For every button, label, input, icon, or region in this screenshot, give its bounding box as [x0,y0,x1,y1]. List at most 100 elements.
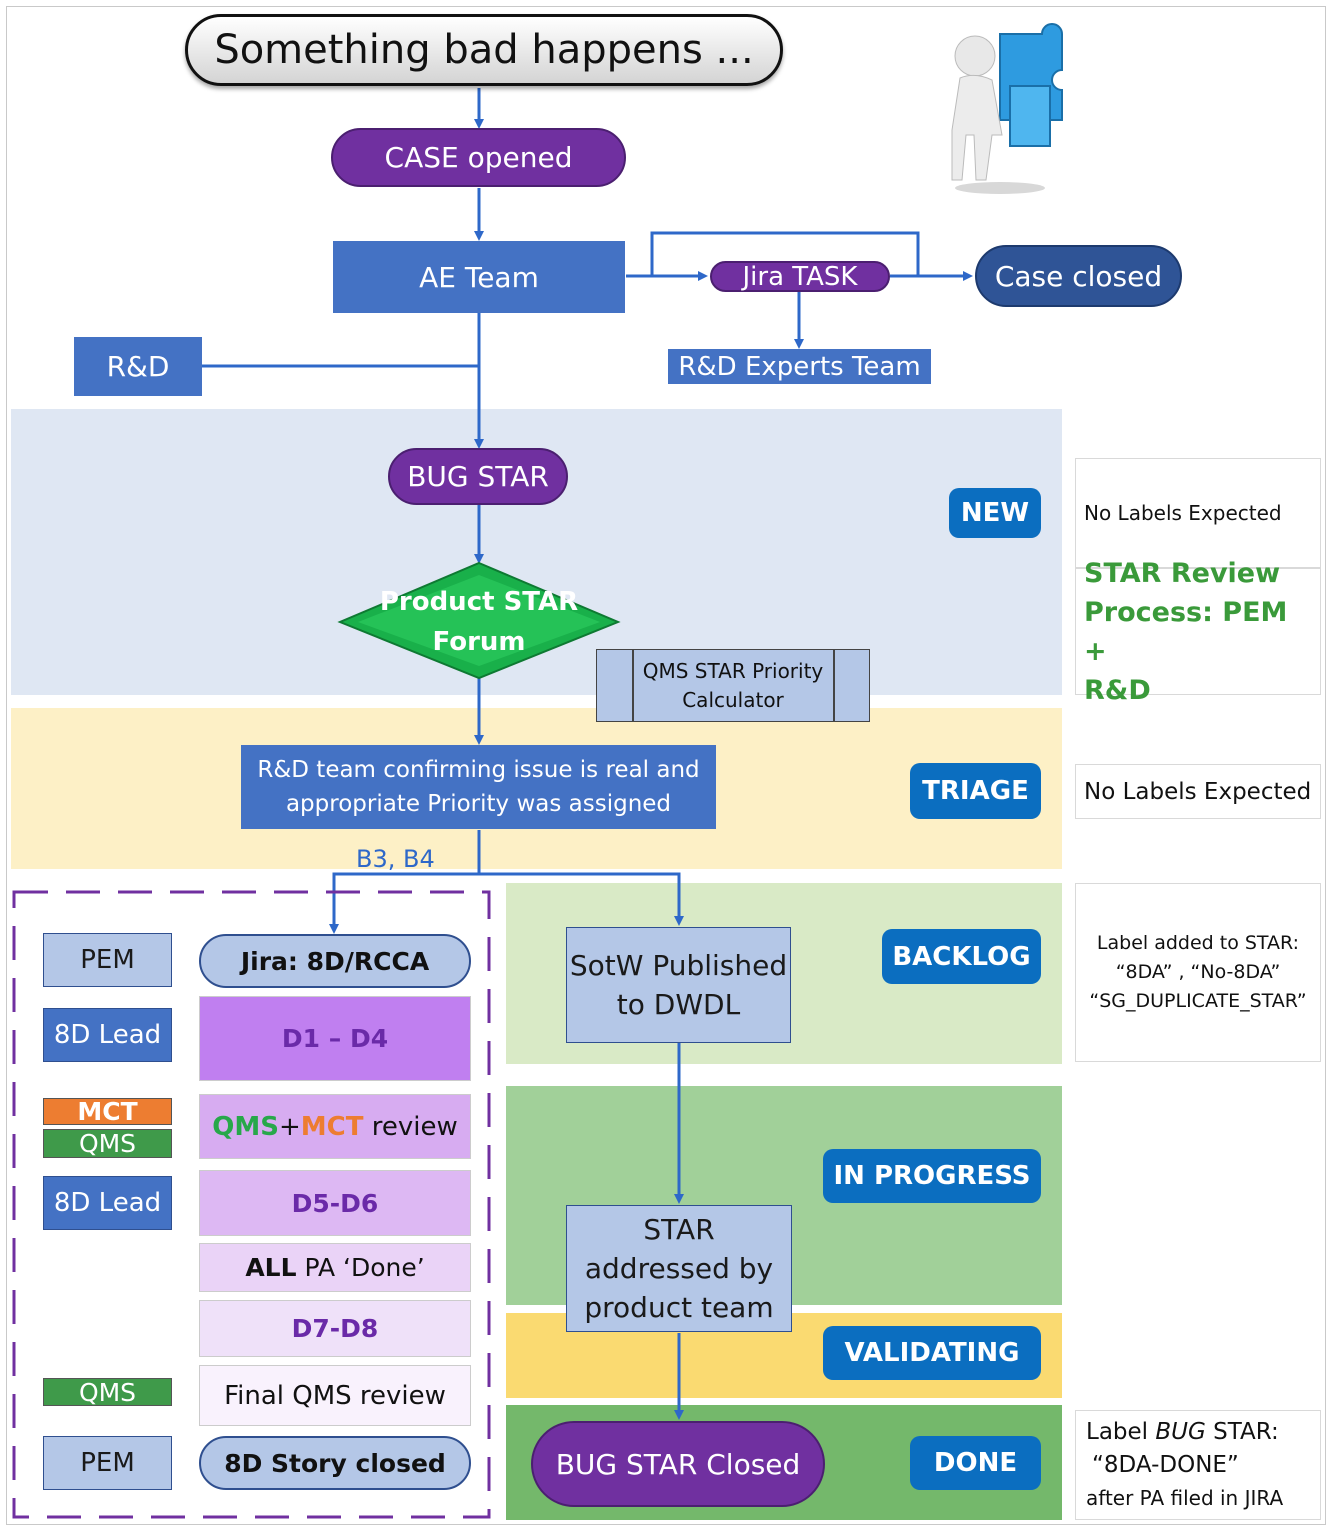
done-italic: BUG [1155,1418,1206,1445]
stage-new: NEW [949,488,1041,538]
step-d5-d6: D5-D6 [199,1170,471,1236]
step-final-label: Final QMS review [224,1380,446,1411]
role-pem-1: PEM [43,933,172,987]
step-all-pa-text: ALL PA ‘Done’ [245,1253,424,1282]
review-plus-part: + [278,1111,301,1142]
case-opened-label: CASE opened [384,141,573,174]
role-mct: MCT [43,1097,172,1126]
step-review-text: QMS+MCT review [212,1112,457,1142]
note-done: Label BUG STAR: “8DA-DONE” after PA file… [1075,1410,1321,1520]
calc-line-2: Calculator [682,687,784,712]
role-pem-2-label: PEM [80,1448,135,1478]
star-line-2: addressed by [584,1252,774,1285]
step-jira-8d-rcca: Jira: 8D/RCCA [199,934,471,988]
note-new: No Labels Expected [1075,458,1321,568]
jira-task-label: Jira TASK [742,261,858,292]
b3-b4-label: B3, B4 [356,845,435,873]
stage-done: DONE [910,1436,1041,1490]
case-opened-node: CASE opened [331,128,626,187]
done-line-1: Label BUG STAR: [1086,1416,1310,1449]
stage-in-progress: IN PROGRESS [823,1149,1041,1203]
stage-backlog: BACKLOG [882,929,1041,984]
star-line-1: STAR [643,1213,715,1246]
role-8d-lead-1: 8D Lead [43,1008,172,1062]
sotw-node: SotW Published to DWDL [566,927,791,1043]
rd-confirm-line-1: R&D team confirming issue is real and [257,757,700,783]
role-qms-2-label: QMS [78,1377,137,1407]
qms-priority-calculator: QMS STAR Priority Calculator [596,649,870,722]
sotw-line-2: to DWDL [616,988,741,1021]
role-qms-2: QMS [43,1377,172,1407]
rd-label: R&D [106,350,170,383]
step-final-qms-review: Final QMS review [199,1365,471,1426]
review-word-part: review [363,1111,458,1142]
step-d1-d4: D1 – D4 [199,996,471,1081]
title-text: Something bad happens ... [214,27,754,73]
calc-text: QMS STAR Priority Calculator [633,650,833,721]
review-line-1: STAR Review [1084,557,1281,589]
step-d1-d4-label: D1 – D4 [281,1024,389,1053]
step-d5-d6-label: D5-D6 [291,1188,379,1218]
role-pem-1-label: PEM [80,945,135,975]
all-rest-part: PA ‘Done’ [296,1253,425,1282]
role-pem-2: PEM [43,1436,172,1490]
rd-experts-label: R&D Experts Team [678,351,921,382]
person-puzzle-icon [951,23,1063,194]
bug-star-closed-label: BUG STAR Closed [555,1447,801,1481]
backlog-line-1: Label added to STAR: [1096,932,1300,954]
case-closed-label: Case closed [994,259,1163,293]
stage-triage: TRIAGE [910,763,1041,819]
done-prefix: Label [1086,1418,1156,1445]
step-8d-story-closed: 8D Story closed [199,1436,471,1490]
note-triage: No Labels Expected [1075,764,1321,819]
star-line-3: product team [584,1291,774,1324]
bug-star-node: BUG STAR [388,448,568,505]
ae-team-label: AE Team [419,260,539,294]
review-mct-part: MCT [300,1111,364,1142]
role-8d-lead-2: 8D Lead [43,1176,172,1230]
role-mct-label: MCT [77,1097,138,1126]
done-line-3: after PA filed in JIRA [1086,1485,1284,1510]
backlog-line-3: “SG_DUPLICATE_STAR” [1089,990,1307,1012]
role-qms-1-label: QMS [78,1129,137,1158]
role-8d-lead-2-label: 8D Lead [53,1188,162,1218]
bug-star-closed-node: BUG STAR Closed [531,1421,825,1507]
rd-confirm-node: R&D team confirming issue is real and ap… [241,745,716,829]
page-frame [6,6,1326,1525]
all-bold-part: ALL [245,1253,297,1282]
forum-line-1: Product STAR [379,587,579,617]
review-line-3: R&D [1084,674,1151,706]
note-new-text: No Labels Expected [1084,501,1282,525]
step-d7-d8-label: D7-D8 [291,1314,379,1343]
stage-validating: VALIDATING [823,1326,1041,1380]
backlog-line-2: “8DA” , “No-8DA” [1115,961,1281,983]
forum-line-2: Forum [432,627,526,657]
product-star-forum-label: Product STAR Forum [360,580,598,664]
step-all-pa-done: ALL PA ‘Done’ [199,1243,471,1292]
done-suffix: STAR: [1205,1418,1279,1445]
role-8d-lead-1-label: 8D Lead [53,1020,162,1050]
step-qms-mct-review: QMS+MCT review [199,1094,471,1159]
review-qms-part: QMS [212,1111,279,1142]
star-addressed-node: STAR addressed by product team [566,1205,792,1332]
calc-line-1: QMS STAR Priority [642,658,824,683]
ae-team-node: AE Team [333,241,625,313]
done-line-2: “8DA-DONE” [1092,1451,1239,1478]
case-closed-node: Case closed [975,245,1182,307]
bug-star-label: BUG STAR [407,460,549,493]
step-jira-label: Jira: 8D/RCCA [240,946,430,976]
rd-confirm-line-2: appropriate Priority was assigned [285,791,672,817]
sotw-line-1: SotW Published [569,949,788,982]
rd-node: R&D [74,337,202,396]
title-banner: Something bad happens ... [185,14,783,86]
calc-right-divider [833,650,835,721]
note-review-process: STAR Review Process: PEM + R&D [1075,558,1321,706]
jira-task-node: Jira TASK [710,261,890,292]
step-d7-d8: D7-D8 [199,1300,471,1357]
review-line-2: Process: PEM + [1084,596,1288,667]
calc-left-divider [632,650,634,721]
rd-experts-node: R&D Experts Team [668,349,931,384]
note-triage-text: No Labels Expected [1084,778,1312,805]
note-backlog: Label added to STAR: “8DA” , “No-8DA” “S… [1075,883,1321,1062]
